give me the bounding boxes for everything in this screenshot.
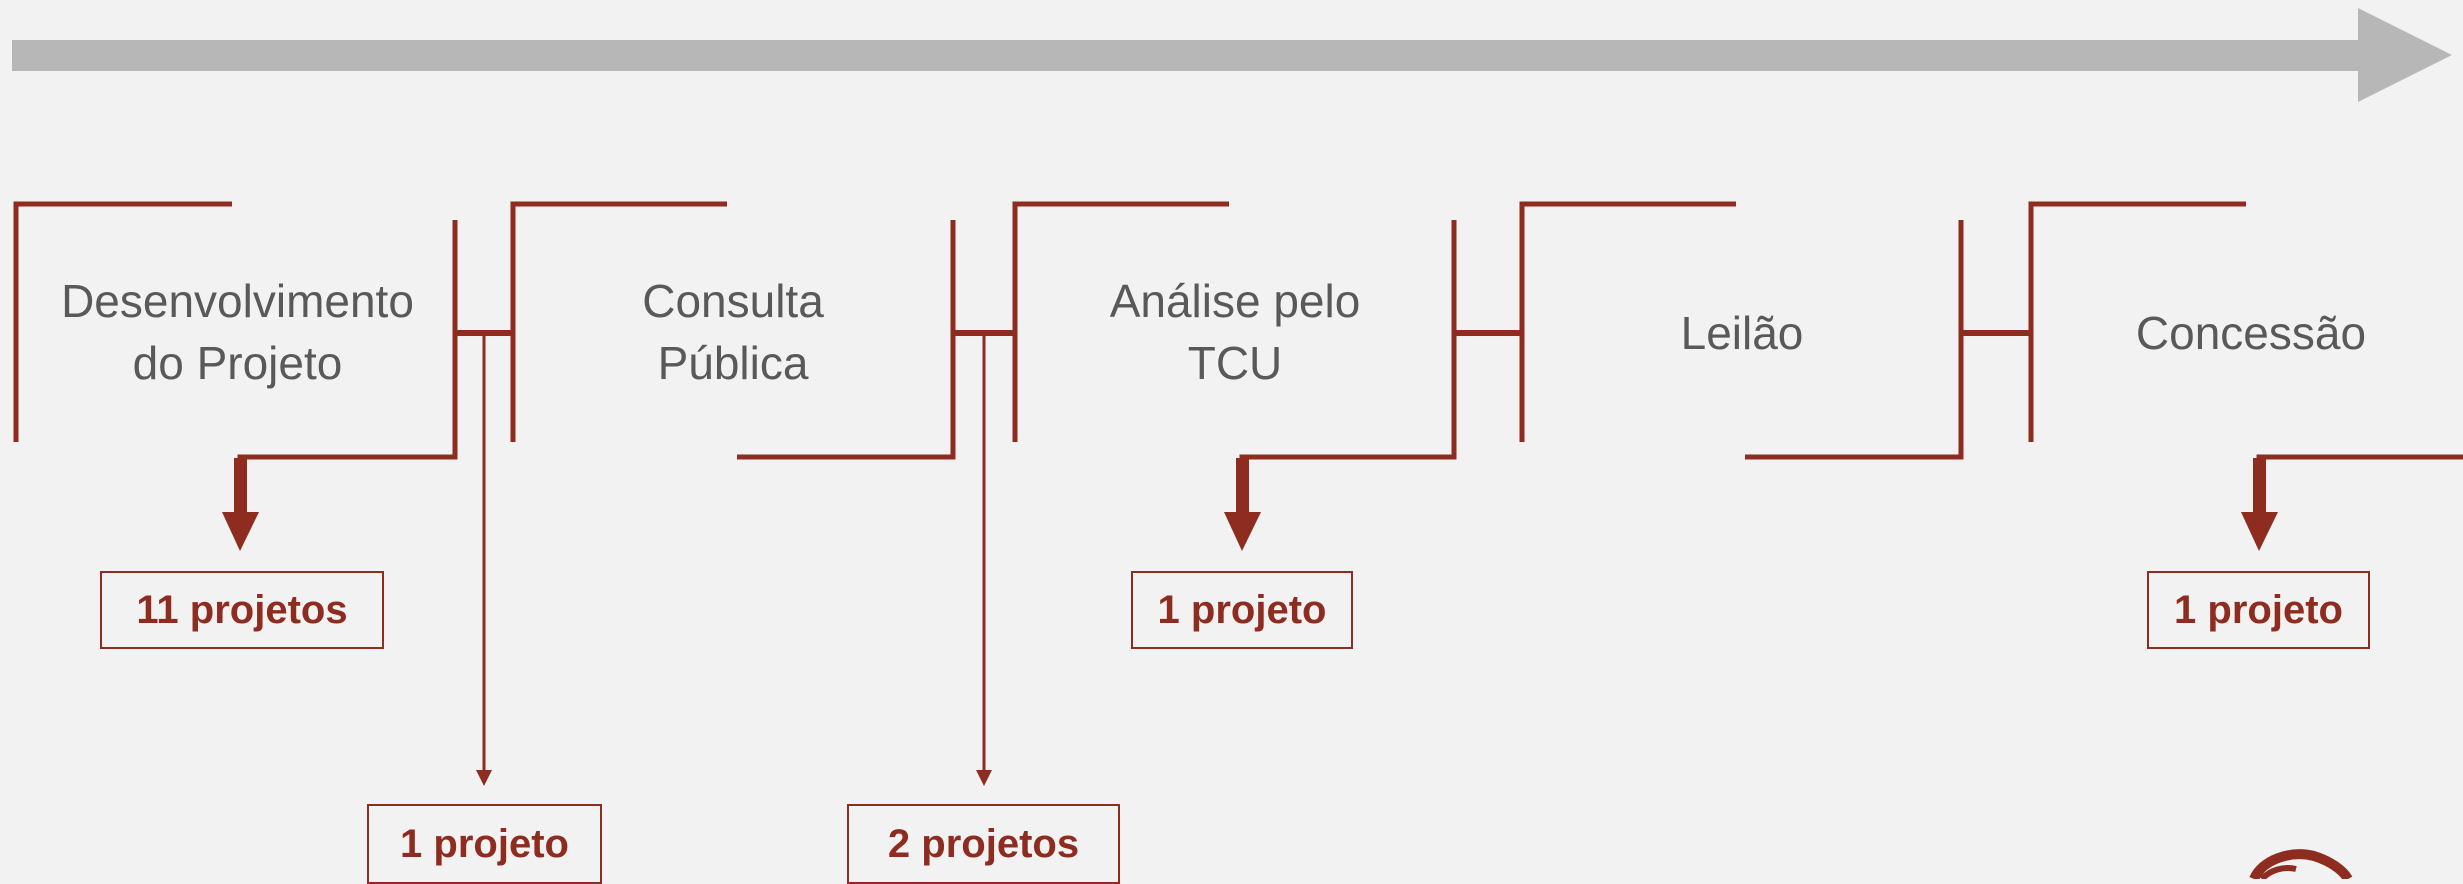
- stage-label-concessao: Concessão: [2135, 307, 2367, 359]
- stage-bracket-consulta: [510, 201, 956, 460]
- small-arrowhead-icon: [976, 770, 992, 786]
- count-box-transicao-2: 2 projetos: [847, 804, 1120, 884]
- stage-label-leilao: Leilão: [1680, 307, 1804, 359]
- timeline-arrow: [12, 8, 2452, 102]
- stage-label-consulta: Consulta Pública: [642, 275, 824, 389]
- count-box-transicao-1: 1 projeto: [367, 804, 602, 884]
- logo-mark: [2249, 849, 2353, 879]
- small-arrowhead-icon: [476, 770, 492, 786]
- stage-label-analise: Análise pelo TCU: [1109, 275, 1361, 389]
- count-box-concessao: 1 projeto: [2147, 571, 2370, 649]
- stage-label-desenvolvimento: Desenvolvimento do Projeto: [61, 275, 414, 389]
- down-arrow-icon: [222, 458, 259, 551]
- count-box-desenvolvimento: 11 projetos: [100, 571, 384, 649]
- stage-bracket-leilao: [1519, 201, 1964, 460]
- count-box-analise: 1 projeto: [1131, 571, 1353, 649]
- stage-connector-3: [1456, 330, 1520, 336]
- down-arrow-icon: [1224, 458, 1261, 551]
- stage-connector-4: [1963, 330, 2029, 336]
- down-arrow-icon: [2241, 458, 2278, 551]
